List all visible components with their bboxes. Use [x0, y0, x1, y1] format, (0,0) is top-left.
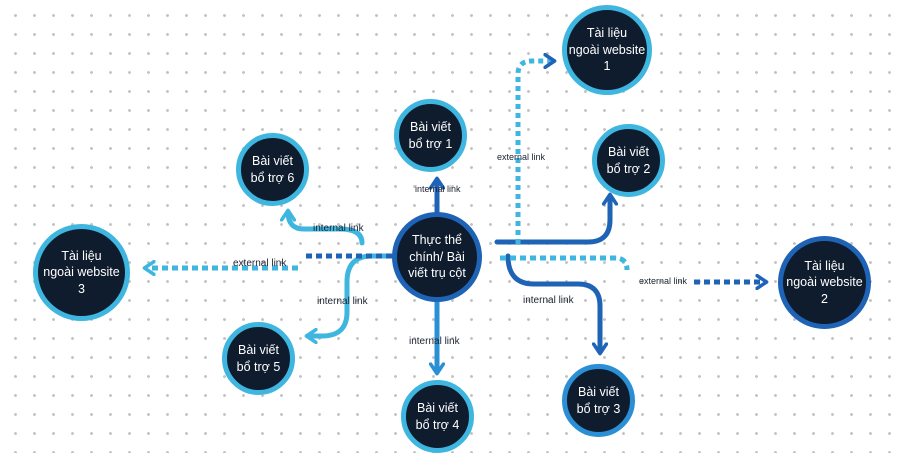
support-node-3: Bài viết bổ trợ 3 [562, 364, 635, 437]
support-node-1: Bài viết bổ trợ 1 [394, 99, 467, 172]
support-node-5-label: Bài viết bổ trợ 5 [236, 343, 281, 374]
external-node-3: Tài liệu ngoài website 3 [33, 224, 130, 321]
edge-to-support-6 [288, 212, 365, 246]
center-node-label: Thực thể chính/ Bài viết trụ cột [408, 233, 466, 281]
edge-to-support-2 [494, 196, 610, 245]
support-node-4-label: Bài viết bổ trợ 4 [415, 401, 460, 432]
support-node-3-label: Bài viết bổ trợ 3 [576, 385, 621, 416]
support-node-5: Bài viết bổ trợ 5 [222, 322, 295, 395]
center-node: Thực thể chính/ Bài viết trụ cột [392, 212, 482, 302]
external-node-2-label: Tài liệu ngoài website 2 [786, 258, 863, 306]
support-node-1-label: Bài viết bổ trợ 1 [408, 120, 453, 151]
edge-to-external-2-light [500, 255, 630, 271]
edge-label-support-6: internal link [313, 223, 364, 234]
edge-label-support-1: internal link [415, 184, 461, 194]
support-node-2: Bài viết bổ trợ 2 [592, 124, 665, 197]
edge-label-support-3: internal link [523, 295, 574, 306]
external-node-1: Tài liệu ngoài website 1 [562, 5, 652, 95]
edge-label-external-3: external link [233, 258, 287, 269]
edge-label-external-1: external link [497, 152, 546, 162]
external-node-3-label: Tài liệu ngoài website 3 [43, 248, 120, 296]
support-node-6: Bài viết bổ trợ 6 [236, 133, 309, 206]
external-node-2: Tài liệu ngoài website 2 [778, 236, 871, 329]
edge-label-external-2: external link [639, 276, 688, 286]
edge-label-support-4: internal link [409, 336, 460, 347]
edge-to-external-1 [515, 61, 553, 244]
edge-label-support-5: internal link [317, 296, 368, 307]
support-node-6-label: Bài viết bổ trợ 6 [250, 154, 295, 185]
edge-to-support-3 [505, 253, 600, 352]
external-node-1-label: Tài liệu ngoài website 1 [568, 26, 646, 74]
support-node-2-label: Bài viết bổ trợ 2 [606, 145, 651, 176]
support-node-4: Bài viết bổ trợ 4 [401, 380, 474, 453]
